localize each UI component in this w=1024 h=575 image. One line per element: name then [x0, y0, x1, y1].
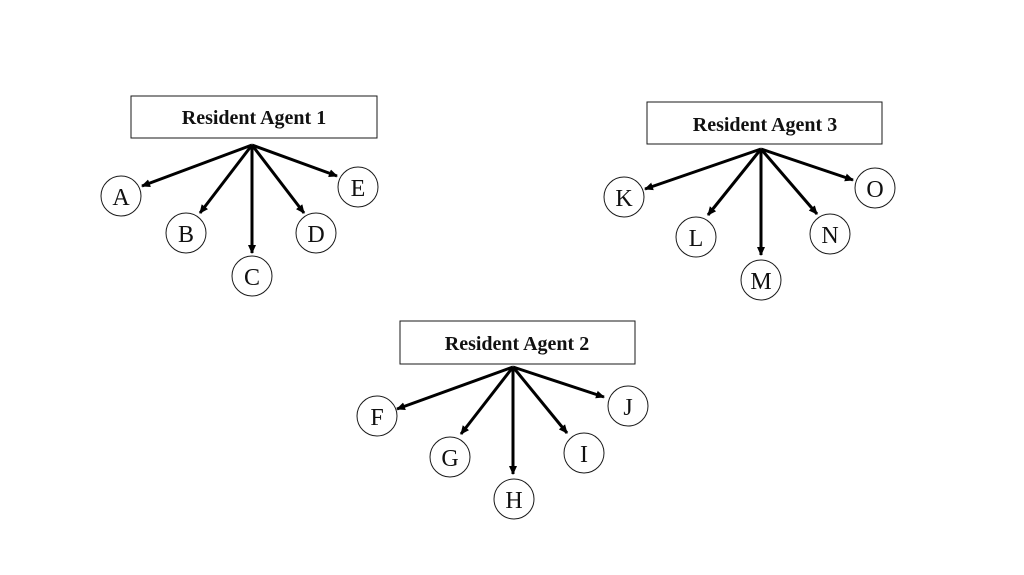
edge-agent3-K — [644, 147, 762, 191]
node-label-F: F — [370, 405, 383, 431]
edge-agent2-F — [396, 365, 514, 411]
node-circle-L — [675, 216, 717, 258]
node-label-H: H — [505, 488, 522, 514]
node-label-B: B — [178, 222, 194, 248]
node-C: C — [231, 255, 273, 297]
node-circle-O — [854, 167, 896, 209]
edge-agent3-O — [760, 147, 854, 182]
node-circle-D — [295, 212, 337, 254]
edge-agent2-J — [512, 365, 605, 399]
agent-group-3: Resident Agent 3 K L M N — [603, 101, 896, 301]
node-circle-E — [337, 166, 379, 208]
node-circle-H — [493, 478, 535, 520]
node-label-I: I — [580, 442, 588, 468]
node-circle-A — [100, 175, 142, 217]
node-circle-B — [165, 212, 207, 254]
agent-group-2: Resident Agent 2 F G H I — [356, 320, 649, 520]
node-circle-M — [740, 259, 782, 301]
node-A: A — [100, 175, 142, 217]
node-J: J — [607, 385, 649, 427]
node-N: N — [809, 213, 851, 255]
node-circle-C — [231, 255, 273, 297]
agent-box-1 — [130, 95, 378, 139]
agent-box-3 — [646, 101, 883, 145]
node-K: K — [603, 176, 645, 218]
node-label-A: A — [112, 185, 130, 211]
node-F: F — [356, 395, 398, 437]
node-circle-G — [429, 436, 471, 478]
node-circle-K — [603, 176, 645, 218]
edge-agent3-N — [759, 148, 819, 215]
node-label-N: N — [821, 223, 838, 249]
node-H: H — [493, 478, 535, 520]
edge-agent1-A — [141, 143, 253, 188]
node-circle-J — [607, 385, 649, 427]
node-label-M: M — [750, 269, 771, 295]
edge-agent2-I — [511, 366, 569, 434]
node-G: G — [429, 436, 471, 478]
node-label-L: L — [689, 226, 704, 252]
edge-agent1-D — [250, 144, 306, 214]
node-label-J: J — [623, 395, 632, 421]
node-circle-I — [563, 432, 605, 474]
edge-agent1-B — [198, 144, 254, 214]
node-label-C: C — [244, 265, 260, 291]
edge-agent3-L — [706, 148, 763, 216]
agent-label-2: Resident Agent 2 — [445, 333, 589, 355]
node-M: M — [740, 259, 782, 301]
edge-agent1-E — [251, 143, 338, 178]
edge-agent2-G — [459, 366, 515, 435]
agent-label-3: Resident Agent 3 — [693, 114, 837, 136]
node-label-E: E — [351, 176, 366, 202]
agent-box-2 — [399, 320, 636, 365]
node-circle-N — [809, 213, 851, 255]
node-label-G: G — [441, 446, 458, 472]
node-L: L — [675, 216, 717, 258]
node-label-O: O — [866, 177, 883, 203]
node-label-K: K — [615, 186, 633, 212]
node-D: D — [295, 212, 337, 254]
node-E: E — [337, 166, 379, 208]
node-O: O — [854, 167, 896, 209]
node-B: B — [165, 212, 207, 254]
node-I: I — [563, 432, 605, 474]
node-circle-F — [356, 395, 398, 437]
agent-label-1: Resident Agent 1 — [182, 107, 326, 129]
agent-group-1: Resident Agent 1 A B C D — [100, 95, 379, 297]
node-label-D: D — [307, 222, 324, 248]
